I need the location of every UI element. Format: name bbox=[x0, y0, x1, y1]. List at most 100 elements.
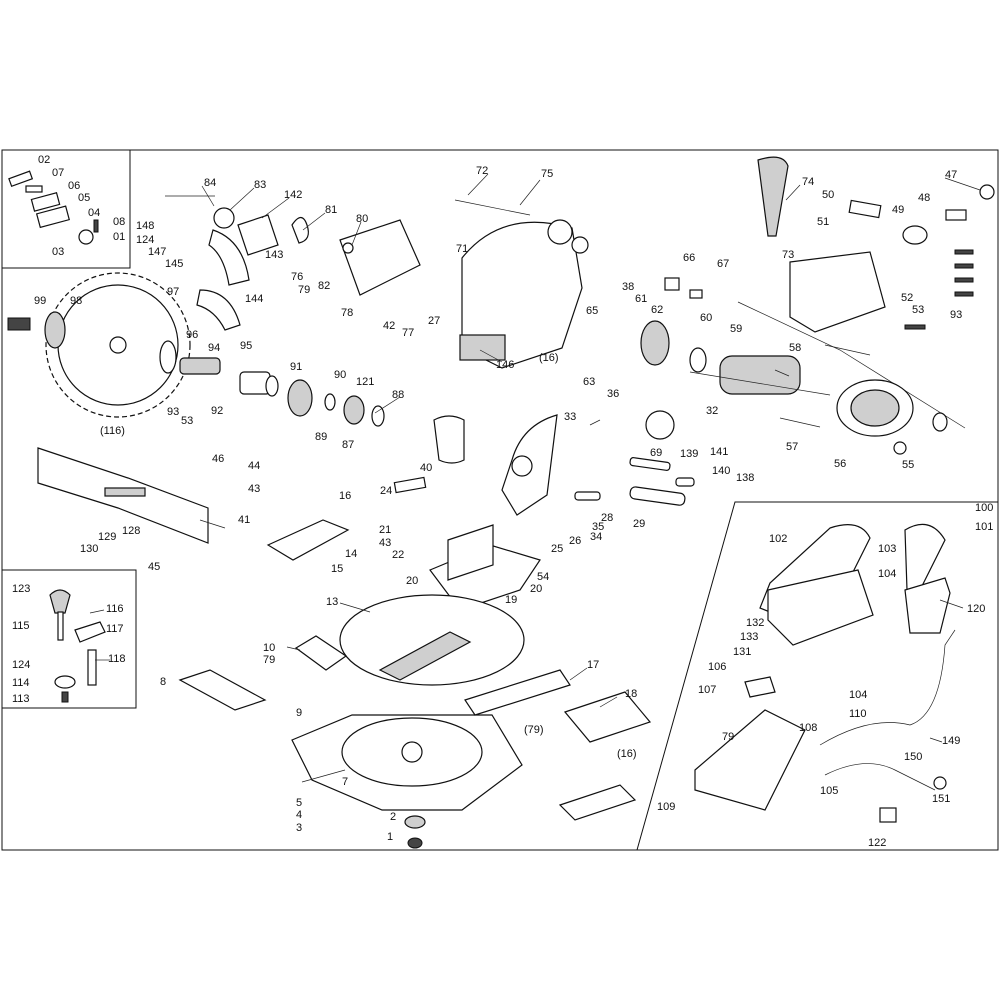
callout-label: 51 bbox=[817, 216, 829, 228]
callout-label: 7 bbox=[342, 776, 348, 788]
callout-label: 20 bbox=[530, 583, 542, 595]
callout-label: 3 bbox=[296, 822, 302, 834]
callout-label: 120 bbox=[967, 603, 985, 615]
callout-label: 73 bbox=[782, 249, 794, 261]
callout-label: 93 bbox=[167, 406, 179, 418]
callout-label: 148 bbox=[136, 220, 154, 232]
leader-lines bbox=[89, 173, 981, 783]
callout-label: 19 bbox=[505, 594, 517, 606]
callout-label: 97 bbox=[167, 286, 179, 298]
callout-label: 110 bbox=[849, 708, 867, 720]
callout-label: (16) bbox=[617, 748, 637, 760]
callout-label: 124 bbox=[12, 659, 30, 671]
callout-label: 81 bbox=[325, 204, 337, 216]
callout-label: 26 bbox=[569, 535, 581, 547]
callout-label: 33 bbox=[564, 411, 576, 423]
callout-label: 67 bbox=[717, 258, 729, 270]
callout-label: 29 bbox=[633, 518, 645, 530]
callout-label: 115 bbox=[12, 620, 30, 632]
callout-label: 07 bbox=[52, 167, 64, 179]
callout-label: 52 bbox=[901, 292, 913, 304]
callout-label: 66 bbox=[683, 252, 695, 264]
callout-label: 84 bbox=[204, 177, 216, 189]
handle-grip bbox=[757, 156, 789, 237]
callout-label: 25 bbox=[551, 543, 563, 555]
callout-label: 60 bbox=[700, 312, 712, 324]
callout-label: 38 bbox=[622, 281, 634, 293]
callout-label: 82 bbox=[318, 280, 330, 292]
callout-label: 43 bbox=[379, 537, 391, 549]
callout-label: 78 bbox=[341, 307, 353, 319]
callout-label: 27 bbox=[428, 315, 440, 327]
callout-label: 28 bbox=[601, 512, 613, 524]
callout-label: 109 bbox=[657, 801, 675, 813]
callout-label: 89 bbox=[315, 431, 327, 443]
callout-label: 83 bbox=[254, 179, 266, 191]
callout-label: 139 bbox=[680, 448, 698, 460]
callout-label: 35 bbox=[592, 521, 604, 533]
callout-label: 74 bbox=[802, 176, 814, 188]
callout-label: 61 bbox=[635, 293, 647, 305]
callout-label: 142 bbox=[284, 189, 302, 201]
callout-label: 102 bbox=[769, 533, 787, 545]
callout-label: 48 bbox=[918, 192, 930, 204]
callout-labels: 02 07 06 05 04 08 01 03 84 83 142 81 80 … bbox=[12, 154, 993, 849]
part-drawings bbox=[7, 156, 995, 849]
callout-label: 53 bbox=[912, 304, 924, 316]
callout-label: 118 bbox=[108, 653, 126, 665]
callout-label: 141 bbox=[710, 446, 728, 458]
callout-label: 144 bbox=[245, 293, 263, 305]
callout-label: 87 bbox=[342, 439, 354, 451]
callout-label: 34 bbox=[590, 531, 602, 543]
callout-label: 104 bbox=[849, 689, 867, 701]
callout-label: 116 bbox=[106, 603, 124, 615]
callout-label: 133 bbox=[740, 631, 758, 643]
callout-label: 145 bbox=[165, 258, 183, 270]
callout-label: 46 bbox=[212, 453, 224, 465]
callout-label: 49 bbox=[892, 204, 904, 216]
callout-label: 41 bbox=[238, 514, 250, 526]
callout-label: 122 bbox=[868, 837, 886, 849]
callout-label: 56 bbox=[834, 458, 846, 470]
callout-label: 107 bbox=[698, 684, 716, 696]
callout-label: 53 bbox=[181, 415, 193, 427]
callout-label: 143 bbox=[265, 249, 283, 261]
callout-label: 22 bbox=[392, 549, 404, 561]
callout-label: 16 bbox=[339, 490, 351, 502]
callout-label: 93 bbox=[950, 309, 962, 321]
callout-label: 63 bbox=[583, 376, 595, 388]
callout-label: 05 bbox=[78, 192, 90, 204]
callout-label: 44 bbox=[248, 460, 260, 472]
callout-label: 06 bbox=[68, 180, 80, 192]
callout-label: 20 bbox=[406, 575, 418, 587]
callout-label: 90 bbox=[334, 369, 346, 381]
callout-label: 123 bbox=[12, 583, 30, 595]
callout-label: 94 bbox=[208, 342, 220, 354]
callout-label: 96 bbox=[186, 329, 198, 341]
callout-label: 14 bbox=[345, 548, 357, 560]
motor-housing bbox=[789, 251, 886, 333]
callout-label: 91 bbox=[290, 361, 302, 373]
callout-label: 75 bbox=[541, 168, 553, 180]
callout-label: 80 bbox=[356, 213, 368, 225]
callout-label: 103 bbox=[878, 543, 896, 555]
callout-label: 146 bbox=[496, 359, 514, 371]
callout-label: 58 bbox=[789, 342, 801, 354]
callout-label: 55 bbox=[902, 459, 914, 471]
callout-label: 77 bbox=[402, 327, 414, 339]
callout-label: 106 bbox=[708, 661, 726, 673]
callout-label: 13 bbox=[326, 596, 338, 608]
callout-label: (79) bbox=[524, 724, 544, 736]
callout-label: 72 bbox=[476, 165, 488, 177]
callout-label: 36 bbox=[607, 388, 619, 400]
callout-label: 21 bbox=[379, 524, 391, 536]
callout-label: (116) bbox=[100, 425, 125, 437]
callout-label: 131 bbox=[733, 646, 751, 658]
callout-label: 101 bbox=[975, 521, 993, 533]
callout-label: 98 bbox=[70, 295, 82, 307]
callout-label: 129 bbox=[98, 531, 116, 543]
gear-housing bbox=[461, 221, 583, 369]
callout-label: 03 bbox=[52, 246, 64, 258]
callout-label: 2 bbox=[390, 811, 396, 823]
